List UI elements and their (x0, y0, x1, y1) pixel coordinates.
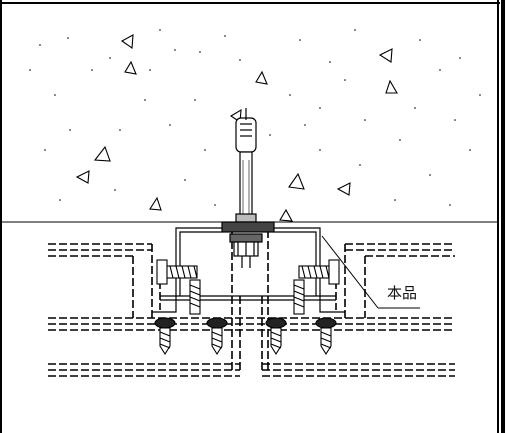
horizontal-screws (156, 259, 340, 285)
aggregate-dots (29, 29, 481, 206)
product-callout-label: 本品 (387, 284, 418, 302)
callout-leader (321, 235, 420, 309)
anchor-bolt (221, 108, 275, 268)
vertical-screws (154, 279, 337, 356)
aggregate-triangles (75, 34, 398, 222)
dashed-members (48, 230, 455, 377)
